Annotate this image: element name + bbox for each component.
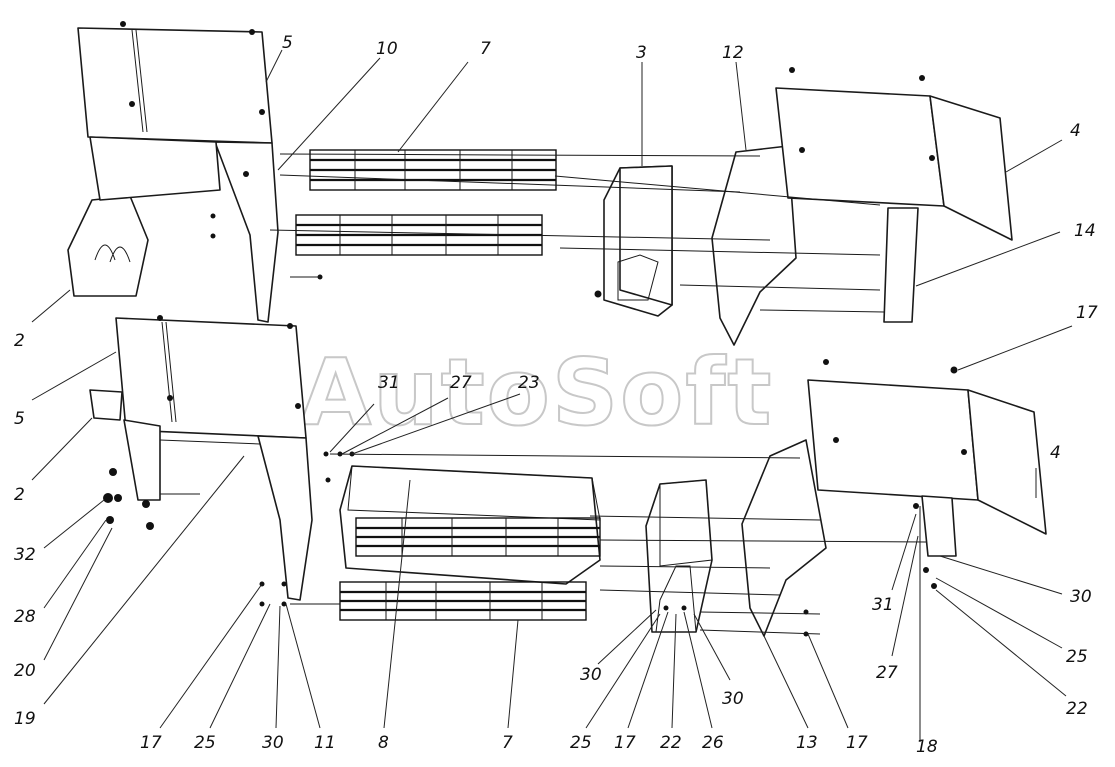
part-lower-box-front	[645, 479, 713, 633]
callout-3: 3	[636, 43, 647, 63]
part-2-lower-bracket	[89, 389, 123, 421]
callout-7-lower: 7	[502, 733, 513, 753]
part-14-upper-leg	[883, 207, 919, 323]
callout-25-right: 25	[1066, 647, 1088, 667]
callout-25-center: 25	[570, 733, 592, 753]
callout-10: 10	[376, 39, 398, 59]
callout-8: 8	[378, 733, 389, 753]
autosoft-watermark: AutoSoft	[300, 339, 773, 446]
callout-27-lower-right: 27	[876, 663, 898, 683]
part-lower-left-post	[123, 419, 161, 501]
callout-17-lower-left: 17	[140, 733, 162, 753]
callout-labels: 5 10 7 3 12 4 14 2 5 2 32 28 20 19 31 27…	[14, 33, 1098, 757]
callout-5-lower: 5	[14, 409, 25, 429]
part-7-upper-grid-a-cells	[310, 150, 556, 190]
part-12-upper-end-plate	[711, 145, 797, 346]
callout-23: 23	[518, 373, 540, 393]
callout-32: 32	[14, 545, 36, 565]
upper-fasteners	[120, 21, 935, 298]
part-3-upper-box-side	[619, 165, 673, 306]
part-4-lower-side-flap	[967, 389, 1047, 535]
part-4-upper-top-cover	[775, 87, 945, 207]
callout-28: 28	[14, 607, 36, 627]
callout-22-center: 22	[660, 733, 682, 753]
part-5-lower-side-leg	[257, 435, 313, 601]
callout-30-right: 30	[1070, 587, 1092, 607]
part-7-lower-grid-b-cells	[340, 582, 586, 620]
callout-11: 11	[314, 733, 336, 753]
callout-2-lower: 2	[14, 485, 25, 505]
callout-13: 13	[796, 733, 818, 753]
callout-22-right: 22	[1066, 699, 1088, 719]
callout-30-center-right: 30	[722, 689, 744, 709]
callout-30-lower-left: 30	[262, 733, 284, 753]
callout-31-lower-left: 31	[378, 373, 400, 393]
callout-leaders	[31, 49, 1073, 729]
callout-31-lower-right: 31	[872, 595, 894, 615]
upper-assembly	[67, 21, 1013, 346]
callout-17-upper-right: 17	[1076, 303, 1098, 323]
callout-18: 18	[916, 737, 938, 757]
callout-5-upper: 5	[282, 33, 293, 53]
callout-4-lower: 4	[1050, 443, 1061, 463]
lower-assembly	[89, 315, 1047, 742]
callout-20: 20	[14, 661, 36, 681]
callout-19: 19	[14, 709, 36, 729]
callout-4-upper: 4	[1070, 121, 1081, 141]
callout-17-lower-right: 17	[846, 733, 868, 753]
lower-alignment-lines	[159, 439, 927, 742]
callout-17-center: 17	[614, 733, 636, 753]
callout-27-lower-left: 27	[450, 373, 472, 393]
part-7-lower-grid-a-cells	[356, 518, 600, 556]
callout-2-upper: 2	[14, 331, 25, 351]
callout-14: 14	[1074, 221, 1096, 241]
callout-12: 12	[722, 43, 744, 63]
upper-alignment-lines	[269, 153, 885, 313]
part-13-lower-end-plate	[741, 439, 827, 637]
part-left-frame-rail	[89, 136, 221, 201]
part-7-upper-grid-b-cells	[296, 215, 542, 255]
part-5-upper-side-panel	[77, 27, 273, 144]
part-8-lower-tray	[339, 465, 601, 585]
callout-7-upper: 7	[480, 39, 491, 59]
part-5-lower-side-panel	[115, 317, 307, 439]
part-lower-right-leg	[921, 495, 957, 557]
callout-30-center: 30	[580, 665, 602, 685]
part-4-upper-side-flap	[929, 95, 1013, 241]
part-5-upper-side-leg	[214, 141, 279, 323]
callout-26: 26	[702, 733, 724, 753]
callout-25-lower-left: 25	[194, 733, 216, 753]
